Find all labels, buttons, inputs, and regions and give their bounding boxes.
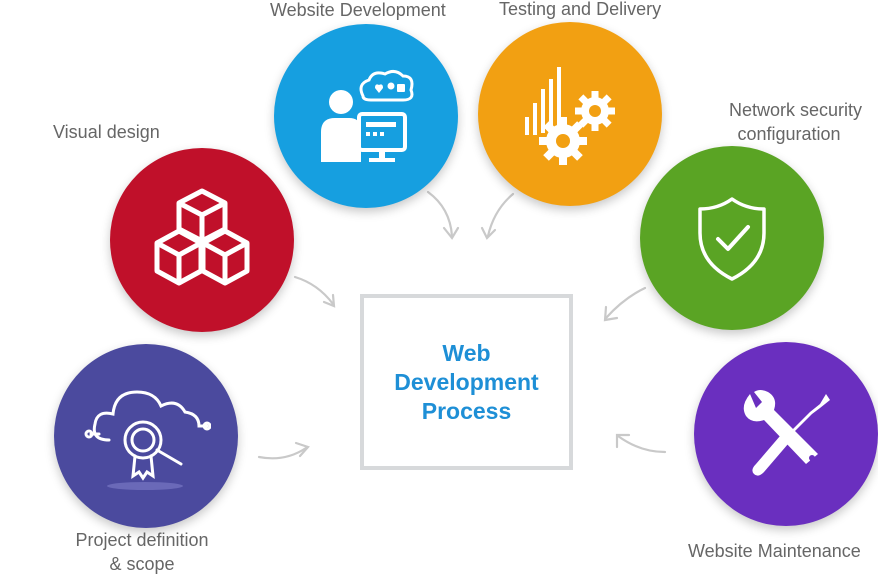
center-title: Web Development Process xyxy=(394,339,539,424)
step-website-maintenance xyxy=(694,342,878,526)
label-project-definition-line2: & scope xyxy=(109,554,175,574)
arrow-website-development xyxy=(426,190,454,238)
label-visual-design: Visual design xyxy=(53,122,160,142)
label-website-maintenance: Website Maintenance xyxy=(688,541,861,561)
arrow-website-maintenance xyxy=(616,434,667,454)
arrow-testing-delivery xyxy=(486,192,515,238)
step-website-development xyxy=(274,24,458,208)
label-network-security-line1: Network security xyxy=(729,100,863,120)
step-testing-delivery xyxy=(478,22,662,206)
label-project-definition: Project definition & scope xyxy=(66,528,218,576)
step-visual-design xyxy=(110,148,294,332)
cubes-icon xyxy=(154,188,250,286)
label-testing-delivery: Testing and Delivery xyxy=(499,0,662,19)
label-project-definition-line1: Project definition xyxy=(75,530,209,550)
arrow-network-security xyxy=(604,286,647,320)
cloud-search-icon xyxy=(84,390,211,490)
center-box: Web Development Process xyxy=(360,294,573,470)
step-network-security xyxy=(640,146,824,330)
shield-check-icon xyxy=(698,197,766,281)
step-project-definition xyxy=(54,344,238,528)
label-network-security: Network security configuration xyxy=(729,98,863,146)
arrow-project-definition xyxy=(257,446,308,460)
developer-icon xyxy=(321,69,414,162)
label-website-development: Website Development xyxy=(270,0,446,20)
arrow-visual-design xyxy=(293,275,335,306)
gears-icon xyxy=(525,67,615,165)
wrench-screwdriver-icon xyxy=(743,390,830,476)
label-network-security-line2: configuration xyxy=(737,124,841,144)
